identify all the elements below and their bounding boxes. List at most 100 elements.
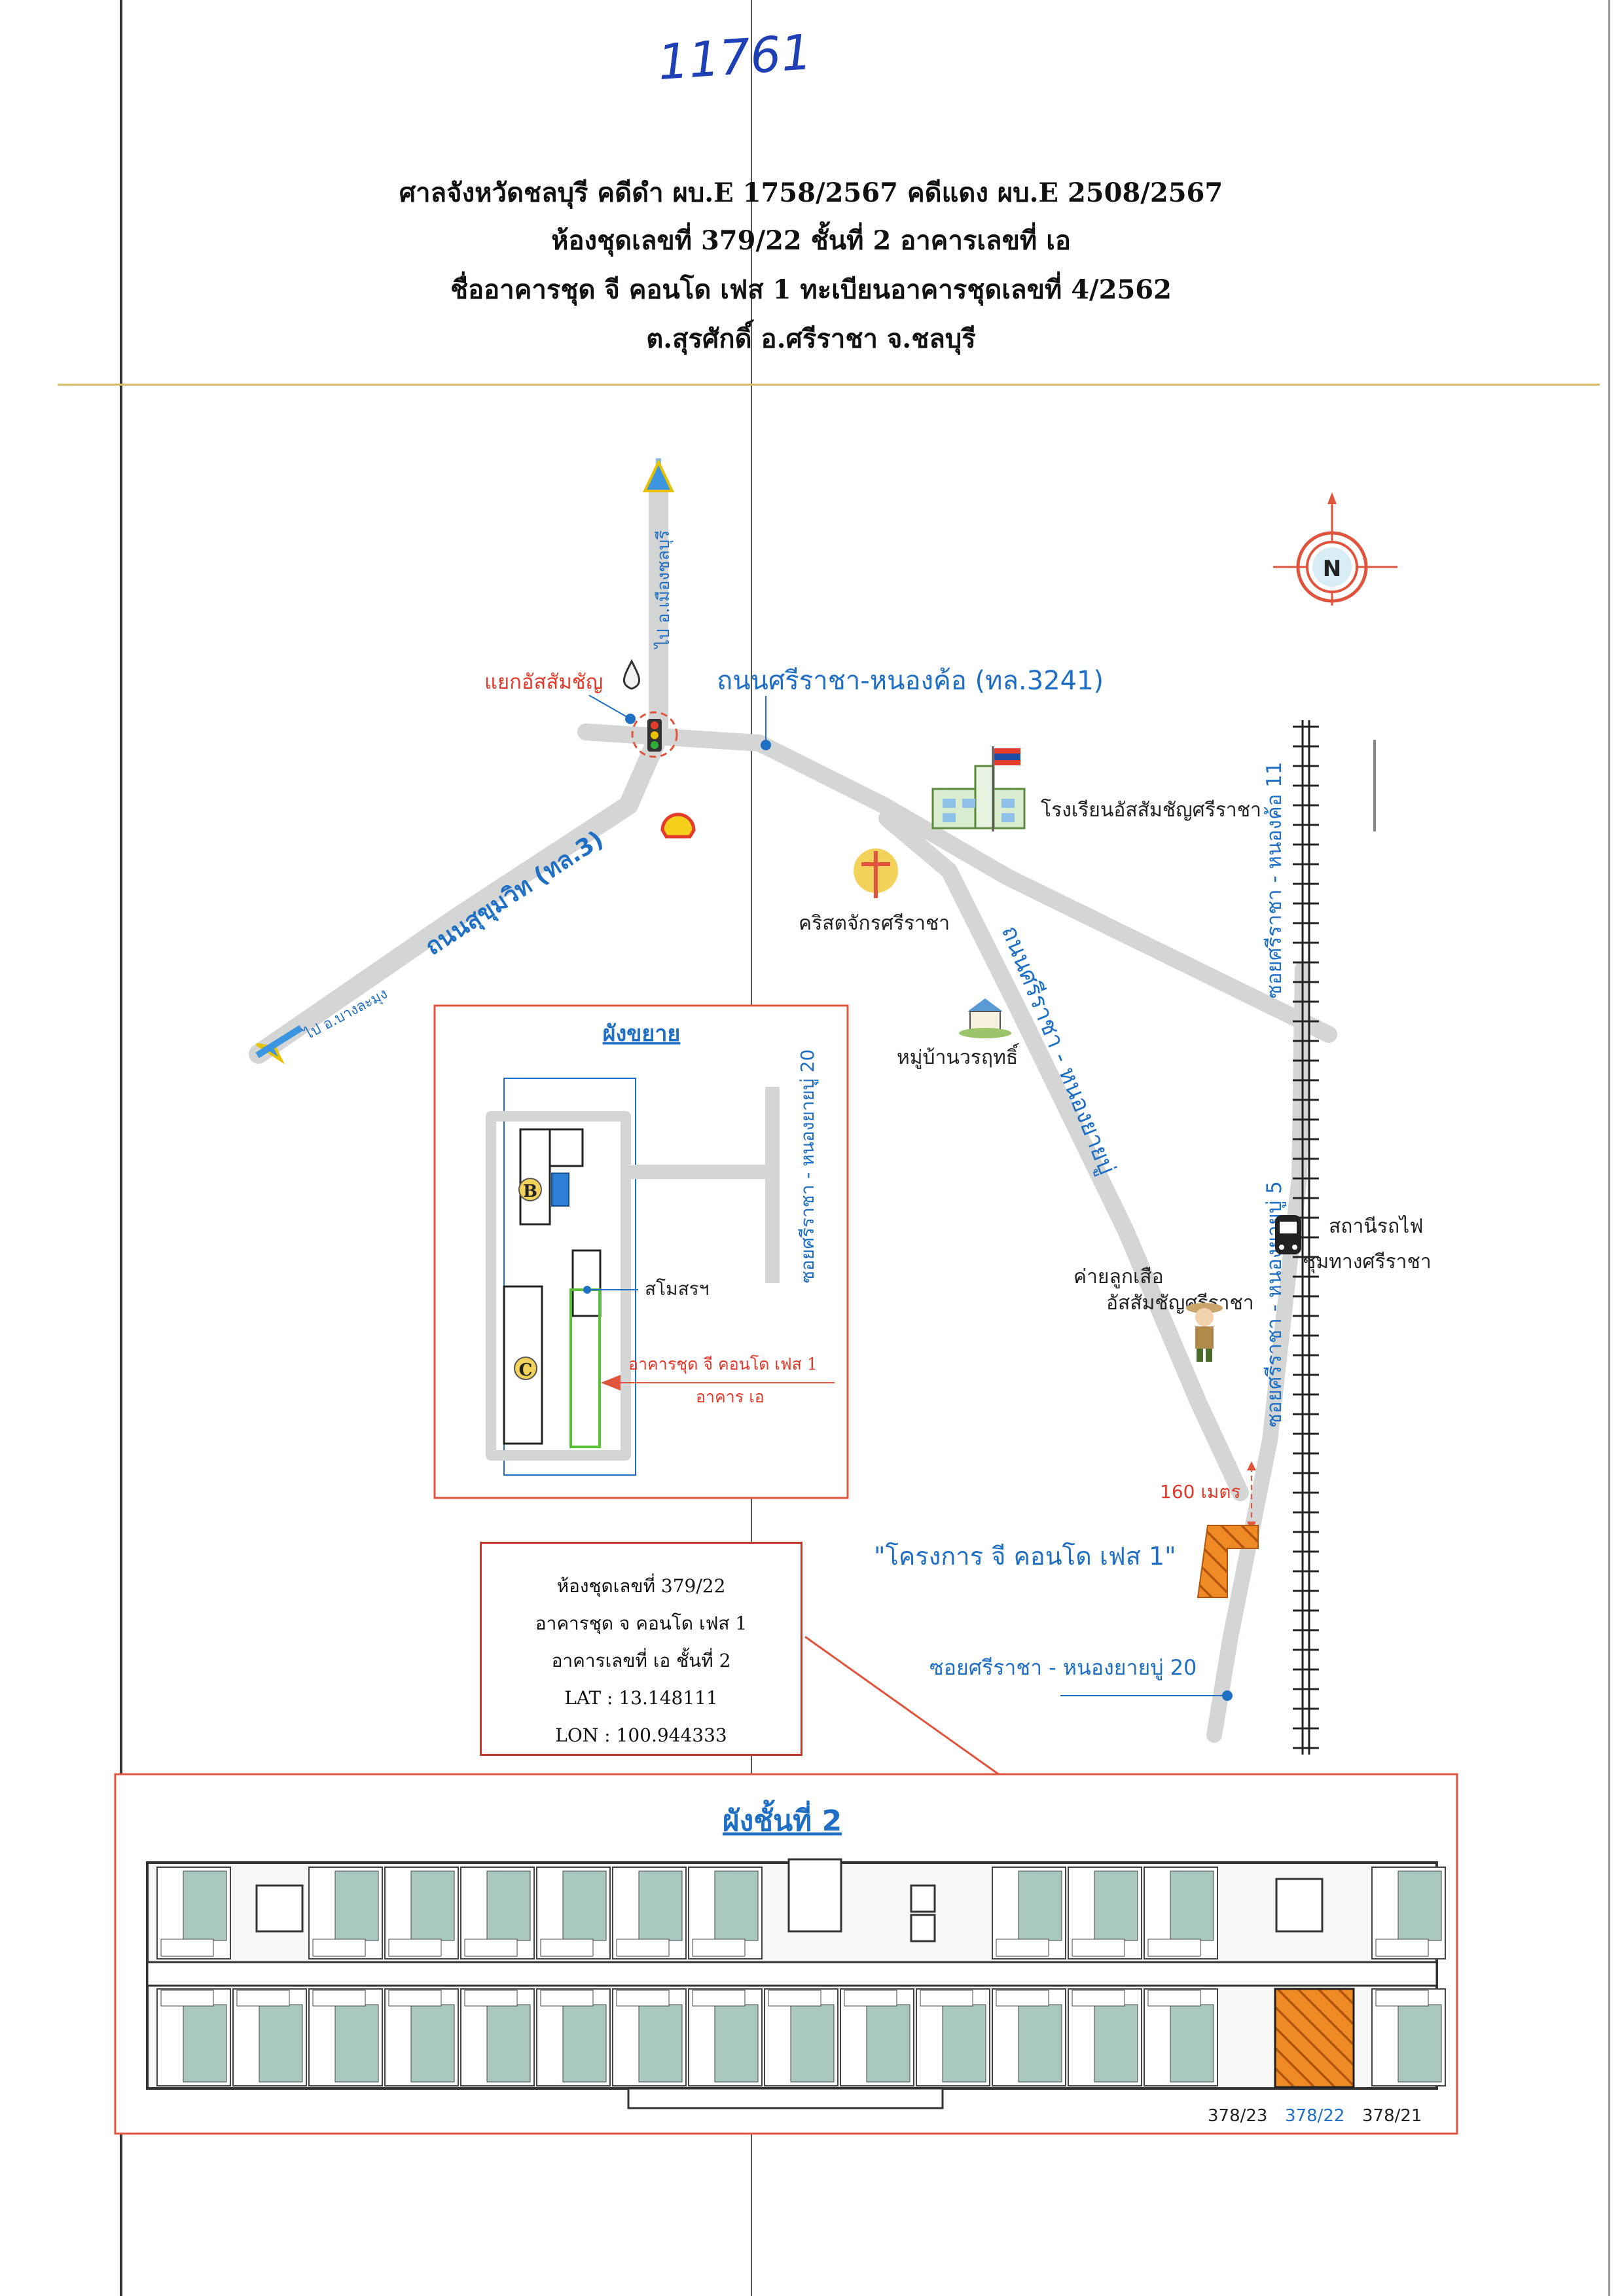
unit-top xyxy=(1068,1867,1142,1959)
road-3241-label: ถนนศรีราชา-หนองค้อ (ทล.3241) xyxy=(717,666,1104,696)
unit-bottom xyxy=(688,1988,763,2086)
unit-bottom xyxy=(840,1988,914,2086)
compass-letter: N xyxy=(1323,556,1341,582)
elevator-right xyxy=(910,1914,936,1942)
unit-label-378-22: 378/22 xyxy=(1285,2106,1344,2126)
unit-bottom xyxy=(308,1988,383,2086)
unit-label-378-21: 378/21 xyxy=(1362,2106,1422,2126)
unit-label-378-23: 378/23 xyxy=(1208,2106,1267,2126)
soi-nongkho-11-label: ซอยศรีราชา - หนองค้อ 11 xyxy=(1263,761,1286,998)
stairwell-right xyxy=(1275,1878,1324,1933)
unit-top xyxy=(308,1867,383,1959)
junction-label: แยกอัสสัมชัญ xyxy=(484,670,603,694)
compass-icon xyxy=(1273,492,1397,606)
train-station-icon xyxy=(1275,1215,1301,1254)
info-line-5: LON : 100.944333 xyxy=(555,1724,727,1746)
unit-top xyxy=(688,1867,763,1959)
village-label: หมู่บ้านวรฤทธิ์ xyxy=(897,1043,1020,1069)
target-building-label-1: อาคารชุด จี คอนโด เฟส 1 xyxy=(628,1355,818,1374)
railway xyxy=(1293,720,1319,1755)
unit-bottom xyxy=(992,1988,1066,2086)
unit-top xyxy=(1371,1867,1446,1959)
road-nongyaibu xyxy=(878,810,1249,1501)
header-line-2: ห้องชุดเลขที่ 379/22 ชั้นที่ 2 อาคารเลขท… xyxy=(551,225,1071,256)
building-c-label: C xyxy=(519,1360,533,1380)
church-icon xyxy=(854,848,898,898)
station-label-1: สถานีรถไฟ xyxy=(1329,1214,1423,1238)
unit-top xyxy=(384,1867,459,1959)
village-icon xyxy=(959,998,1011,1038)
unit-bottom xyxy=(612,1988,687,2086)
unit-bottom xyxy=(1144,1988,1218,2086)
corridor xyxy=(146,1961,1438,1987)
school-label: โรงเรียนอัสสัมชัญศรีราชา xyxy=(1041,798,1261,822)
road-north-label: ไป อ.เมืองชลบุรี xyxy=(653,530,674,649)
project-marker xyxy=(1197,1525,1259,1598)
building-b-badge xyxy=(518,1178,542,1201)
unit-top xyxy=(992,1867,1066,1959)
distance-label: 160 เมตร xyxy=(1160,1481,1241,1503)
road-sukhumvit-label: ถนนสุขุมวิท (ทล.3) xyxy=(421,826,609,962)
lobby-bump xyxy=(627,2087,944,2109)
traffic-light-icon xyxy=(647,719,662,752)
unit-top xyxy=(1144,1867,1218,1959)
elevator-left xyxy=(910,1884,936,1913)
shell-station-icon xyxy=(660,812,696,839)
unit-bottom xyxy=(1068,1988,1142,2086)
unit-bottom xyxy=(1371,1988,1446,2086)
highlighted-unit-378-22 xyxy=(1274,1988,1355,2088)
scan-line-right xyxy=(1608,0,1610,2296)
unit-bottom xyxy=(536,1988,611,2086)
rooms-bottom xyxy=(156,1988,1446,2086)
header-line-4: ต.สุรศักดิ์ อ.ศรีราชา จ.ชลบุรี xyxy=(646,323,976,354)
road-3241 xyxy=(577,723,1337,1043)
unit-bottom xyxy=(916,1988,990,2086)
roads xyxy=(249,478,1337,1743)
unit-top xyxy=(156,1867,231,1959)
building-b-outline xyxy=(519,1128,551,1226)
inset-road-label: ซอยศรีราชา - หนองยายบู่ 20 xyxy=(797,1049,819,1283)
landmark-icon xyxy=(623,659,640,690)
soi-nongyaibu-20-label: ซอยศรีราชา - หนองยายบู่ 20 xyxy=(929,1655,1197,1681)
unit-bottom xyxy=(232,1988,307,2086)
school-icon xyxy=(931,740,1376,831)
road-sukhumvit xyxy=(249,727,668,1064)
building-b-label: B xyxy=(523,1182,537,1201)
scout-icon xyxy=(1186,1303,1223,1362)
info-line-2: อาคารชุด จ คอนโด เฟส 1 xyxy=(535,1613,748,1634)
unit-info-box: ห้องชุดเลขที่ 379/22 อาคารชุด จ คอนโด เฟ… xyxy=(480,1542,802,1756)
unit-top xyxy=(536,1867,611,1959)
unit-bottom xyxy=(460,1988,535,2086)
clubhouse-label: สโมสรฯ xyxy=(645,1278,709,1300)
floor-plan-drawing xyxy=(146,1858,1446,2109)
rooms-top xyxy=(156,1867,1446,1959)
header-line-3: ชื่ออาคารชุด จี คอนโด เฟส 1 ทะเบียนอาคาร… xyxy=(450,274,1172,305)
info-line-1: ห้องชุดเลขที่ 379/22 xyxy=(556,1575,726,1597)
stairwell-center xyxy=(787,1858,842,1933)
floor-plan-title: ผังชั้นที่ 2 xyxy=(723,1799,842,1838)
unit-top xyxy=(612,1867,687,1959)
scout-label-2: อัสสัมชัญศรีราชา xyxy=(1106,1292,1254,1315)
inset-roads xyxy=(486,1087,780,1461)
target-building-label-2: อาคาร เอ xyxy=(696,1387,765,1406)
scout-label-1: ค่ายลูกเสือ xyxy=(1073,1266,1164,1288)
clubhouse-icon xyxy=(551,1173,569,1207)
target-pointer-arrow xyxy=(601,1375,621,1391)
info-line-4: LAT : 13.148111 xyxy=(564,1687,718,1709)
unit-bottom xyxy=(156,1988,231,2086)
inset-title: ผังขยาย xyxy=(603,1021,681,1047)
stairwell-left xyxy=(255,1884,304,1933)
church-label: คริสตจักรศรีราชา xyxy=(799,912,950,935)
unit-bottom xyxy=(384,1988,459,2086)
station-label-2: ชุมทางศรีราชา xyxy=(1303,1250,1432,1274)
header-divider xyxy=(58,384,1600,386)
inset-site-boundary xyxy=(503,1078,636,1476)
project-label: "โครงการ จี คอนโด เฟส 1" xyxy=(874,1542,1176,1571)
inset-frame xyxy=(433,1004,849,1499)
north-arrow-icon xyxy=(642,459,675,492)
unit-top xyxy=(460,1867,535,1959)
info-line-3: อาคารเลขที่ เอ ชั้นที่ 2 xyxy=(551,1650,731,1671)
soi-parallel xyxy=(1206,961,1310,1743)
building-c-badge xyxy=(514,1357,537,1380)
